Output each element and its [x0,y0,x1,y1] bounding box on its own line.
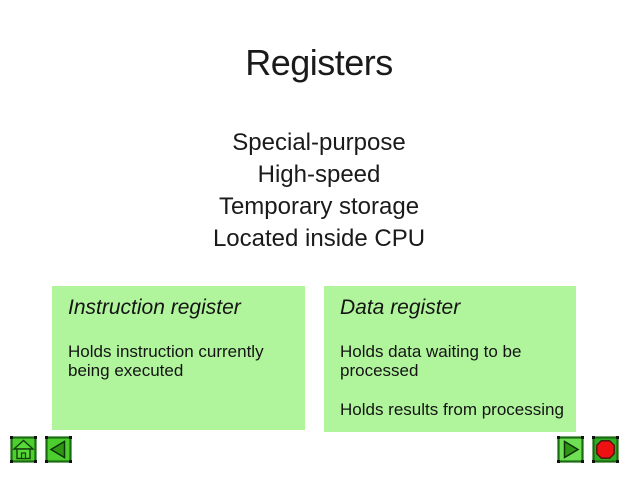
stop-button[interactable] [592,436,619,463]
box-paragraph: Holds instruction currently being execut… [68,342,264,380]
subtitle-block: Special-purpose High-speed Temporary sto… [0,127,638,255]
page-title: Registers [245,42,393,83]
box-paragraph: Holds results from processing [340,400,564,419]
box-paragraph: Holds data waiting to be processed [340,342,522,380]
stop-icon [592,436,619,463]
forward-button[interactable] [557,436,584,463]
box-title: Instruction register [68,296,241,319]
instruction-register-box: Instruction register Holds instruction c… [52,286,305,430]
box-title: Data register [340,296,461,319]
back-arrow-icon [45,436,72,463]
back-button[interactable] [45,436,72,463]
subtitle-line: Special-purpose [232,129,406,156]
forward-arrow-icon [557,436,584,463]
data-register-box: Data register Holds data waiting to be p… [324,286,576,432]
subtitle-line: High-speed [257,161,381,188]
subtitle-line: Temporary storage [218,193,420,220]
home-button[interactable] [10,436,37,463]
home-icon [10,436,37,463]
subtitle-line: Located inside CPU [212,225,426,252]
